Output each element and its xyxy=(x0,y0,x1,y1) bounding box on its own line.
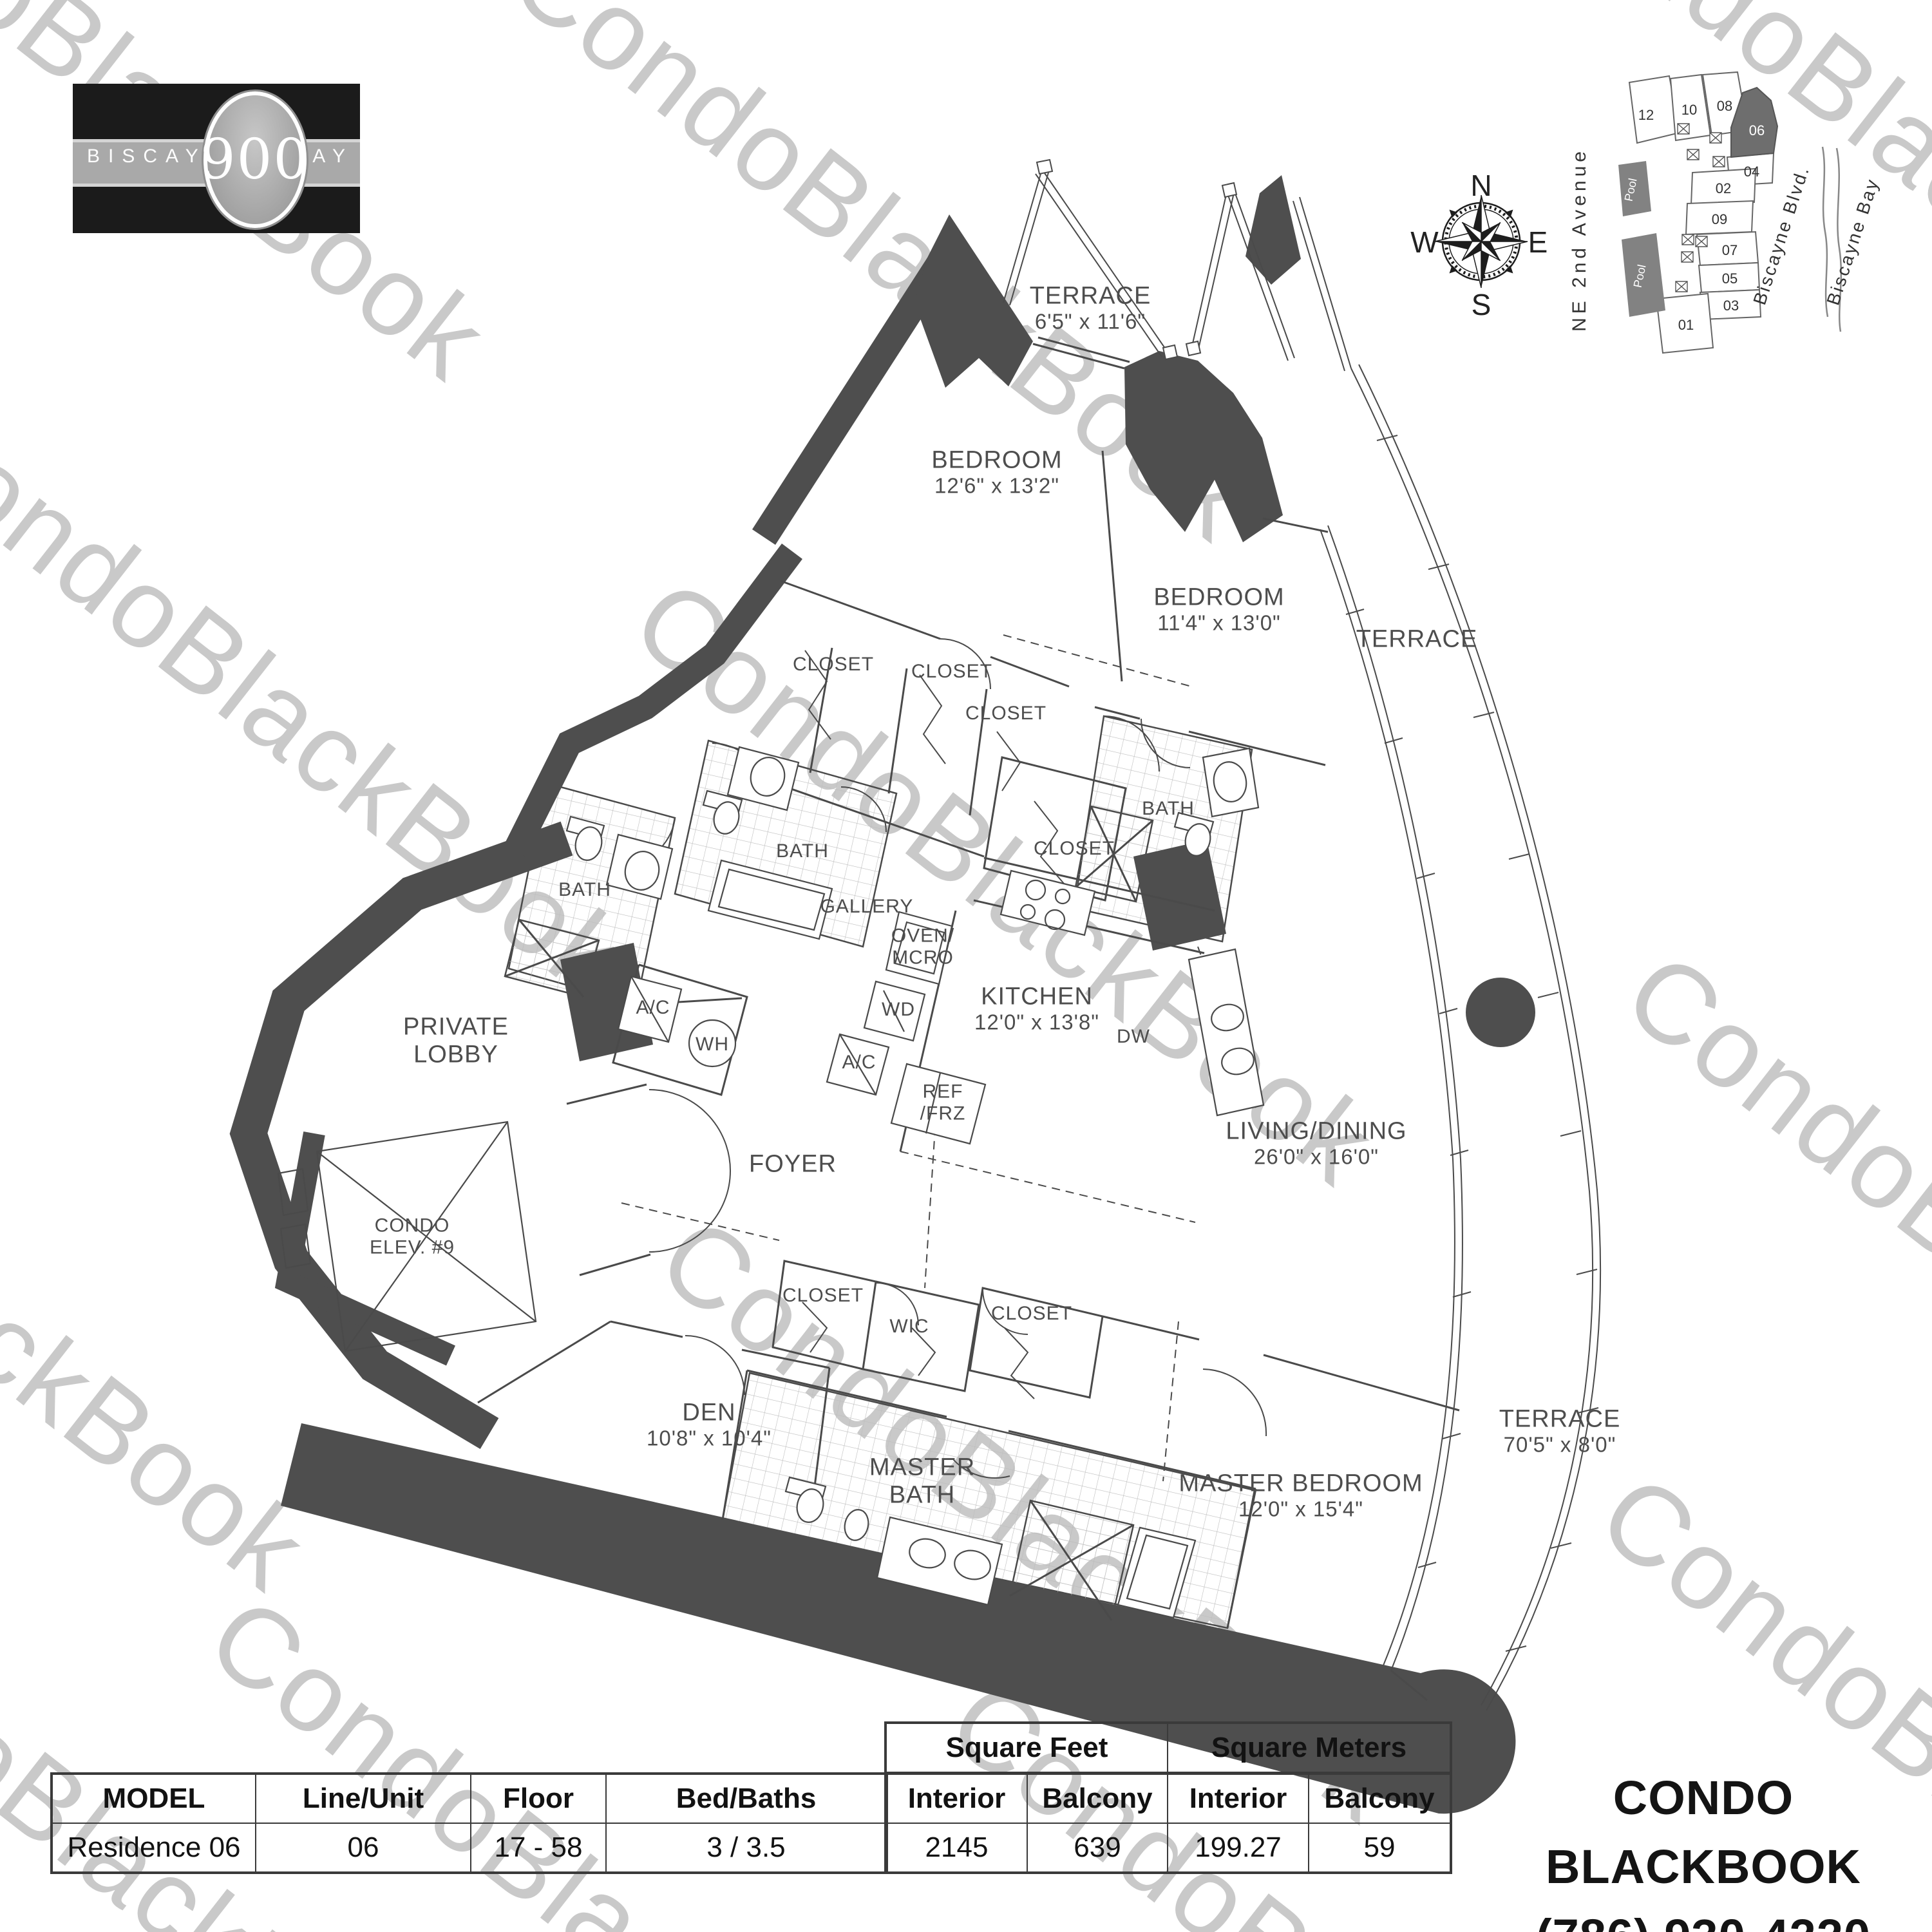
cell-bed-baths: 3 / 3.5 xyxy=(606,1823,886,1872)
door-arcs xyxy=(619,638,1267,1479)
table-left: MODEL Line/Unit Floor Bed/Baths Residenc… xyxy=(50,1772,888,1874)
col-header-sqft-balcony: Balcony xyxy=(1027,1774,1168,1823)
logo-oval: 900 xyxy=(200,91,308,228)
street-biscayne-bay: Biscayne Bay xyxy=(1823,175,1882,307)
cell-sqm-interior: 199.27 xyxy=(1168,1823,1309,1872)
fixture-ac-lobby: A/C xyxy=(636,997,670,1019)
biscayne-900-bay-logo: BISCAYNE BAY 900 xyxy=(73,84,360,233)
thin-walls xyxy=(477,336,1460,1701)
header-square-feet: Square Feet xyxy=(886,1723,1168,1772)
table-right: Interior Balcony Interior Balcony 2145 6… xyxy=(884,1772,1452,1874)
col-header-sqm-balcony: Balcony xyxy=(1309,1774,1450,1823)
room-closet-4: CLOSET xyxy=(1033,838,1115,860)
fixture-oven-micro: OVEN/MCRO xyxy=(891,925,955,968)
closet-zigzags xyxy=(802,650,1065,1399)
fixture-dw: DW xyxy=(1117,1026,1150,1048)
compass-w: W xyxy=(1410,225,1439,259)
brand-phone: (786) 930-4220 xyxy=(1475,1902,1932,1932)
fixture-wh: WH xyxy=(696,1034,729,1056)
brand-name: CONDO BLACKBOOK xyxy=(1546,1771,1861,1894)
header-square-meters: Square Meters xyxy=(1168,1723,1450,1772)
compass-n: N xyxy=(1470,169,1492,202)
keyplan-core-hatch xyxy=(1675,123,1725,292)
lobby-thick-walls xyxy=(229,544,802,1450)
table-group-headers: Square Feet Square Meters xyxy=(884,1721,1452,1774)
room-bath-3: BATH xyxy=(1142,798,1195,820)
keyplan-unit-12: 12 xyxy=(1638,107,1654,123)
keyplan-unit-01: 01 xyxy=(1678,317,1694,333)
cell-sqft-interior: 2145 xyxy=(886,1823,1027,1872)
room-bath-2: BATH xyxy=(776,840,829,862)
room-gallery: GALLERY xyxy=(820,896,914,918)
fixture-wd: WD xyxy=(882,999,915,1021)
room-closet-1: CLOSET xyxy=(792,654,875,676)
room-terrace-right: TERRACE xyxy=(1356,625,1478,653)
cell-sqm-balcony: 59 xyxy=(1309,1823,1450,1872)
terrace-rails xyxy=(1003,158,1602,1711)
cell-floor: 17 - 58 xyxy=(471,1823,606,1872)
cell-line-unit: 06 xyxy=(256,1823,471,1872)
col-header-line-unit: Line/Unit xyxy=(256,1774,471,1823)
shoreline-waves xyxy=(1821,146,1842,332)
keyplan-unit-03: 03 xyxy=(1723,298,1739,314)
fixtures xyxy=(277,746,1265,1619)
compass-s: S xyxy=(1472,288,1492,321)
brand-block: CONDO BLACKBOOK (786) 930-4220 xyxy=(1475,1763,1932,1932)
fixture-ref-frz: REF/FRZ xyxy=(920,1081,966,1124)
room-closet-den: CLOSET xyxy=(782,1285,864,1307)
room-bath-1: BATH xyxy=(558,879,611,901)
col-header-model: MODEL xyxy=(52,1774,256,1823)
fixture-ac-kitchen: A/C xyxy=(842,1052,876,1074)
cell-sqft-balcony: 639 xyxy=(1027,1823,1168,1872)
keyplan: 12 10 08 06 04 02 09 07 05 03 01 Pool Po… xyxy=(1618,71,1882,354)
room-foyer: FOYER xyxy=(749,1150,837,1178)
keyplan-unit-06: 06 xyxy=(1749,122,1765,138)
street-biscayne-blvd: Biscayne Blvd. xyxy=(1749,163,1813,307)
thick-walls xyxy=(281,175,1535,1814)
keyplan-unit-02: 02 xyxy=(1716,180,1731,196)
keyplan-unit-08: 08 xyxy=(1717,98,1732,114)
room-closet-3: CLOSET xyxy=(965,703,1047,724)
compass-e: E xyxy=(1528,225,1548,259)
col-header-sqft-interior: Interior xyxy=(886,1774,1027,1823)
keyplan-pool-2 xyxy=(1622,233,1665,317)
room-closet-2: CLOSET xyxy=(911,661,993,683)
logo-900: 900 xyxy=(200,128,310,192)
room-closet-master: CLOSET xyxy=(990,1303,1073,1325)
col-header-floor: Floor xyxy=(471,1774,606,1823)
keyplan-unit-04: 04 xyxy=(1744,164,1759,180)
keyplan-unit-09: 09 xyxy=(1712,211,1727,227)
keyplan-pool-1 xyxy=(1618,161,1651,216)
cell-model: Residence 06 xyxy=(52,1823,256,1872)
keyplan-unit-07: 07 xyxy=(1722,242,1738,258)
compass-icon: N S W E xyxy=(1410,169,1548,321)
keyplan-unit-10: 10 xyxy=(1681,102,1697,118)
room-wic: WIC xyxy=(889,1316,929,1338)
street-ne-2nd-avenue: NE 2nd Avenue xyxy=(1569,147,1590,332)
col-header-sqm-interior: Interior xyxy=(1168,1774,1309,1823)
keyplan-unit-06-highlight xyxy=(1730,86,1779,158)
col-header-bed-baths: Bed/Baths xyxy=(606,1774,886,1823)
keyplan-unit-05: 05 xyxy=(1722,270,1738,287)
